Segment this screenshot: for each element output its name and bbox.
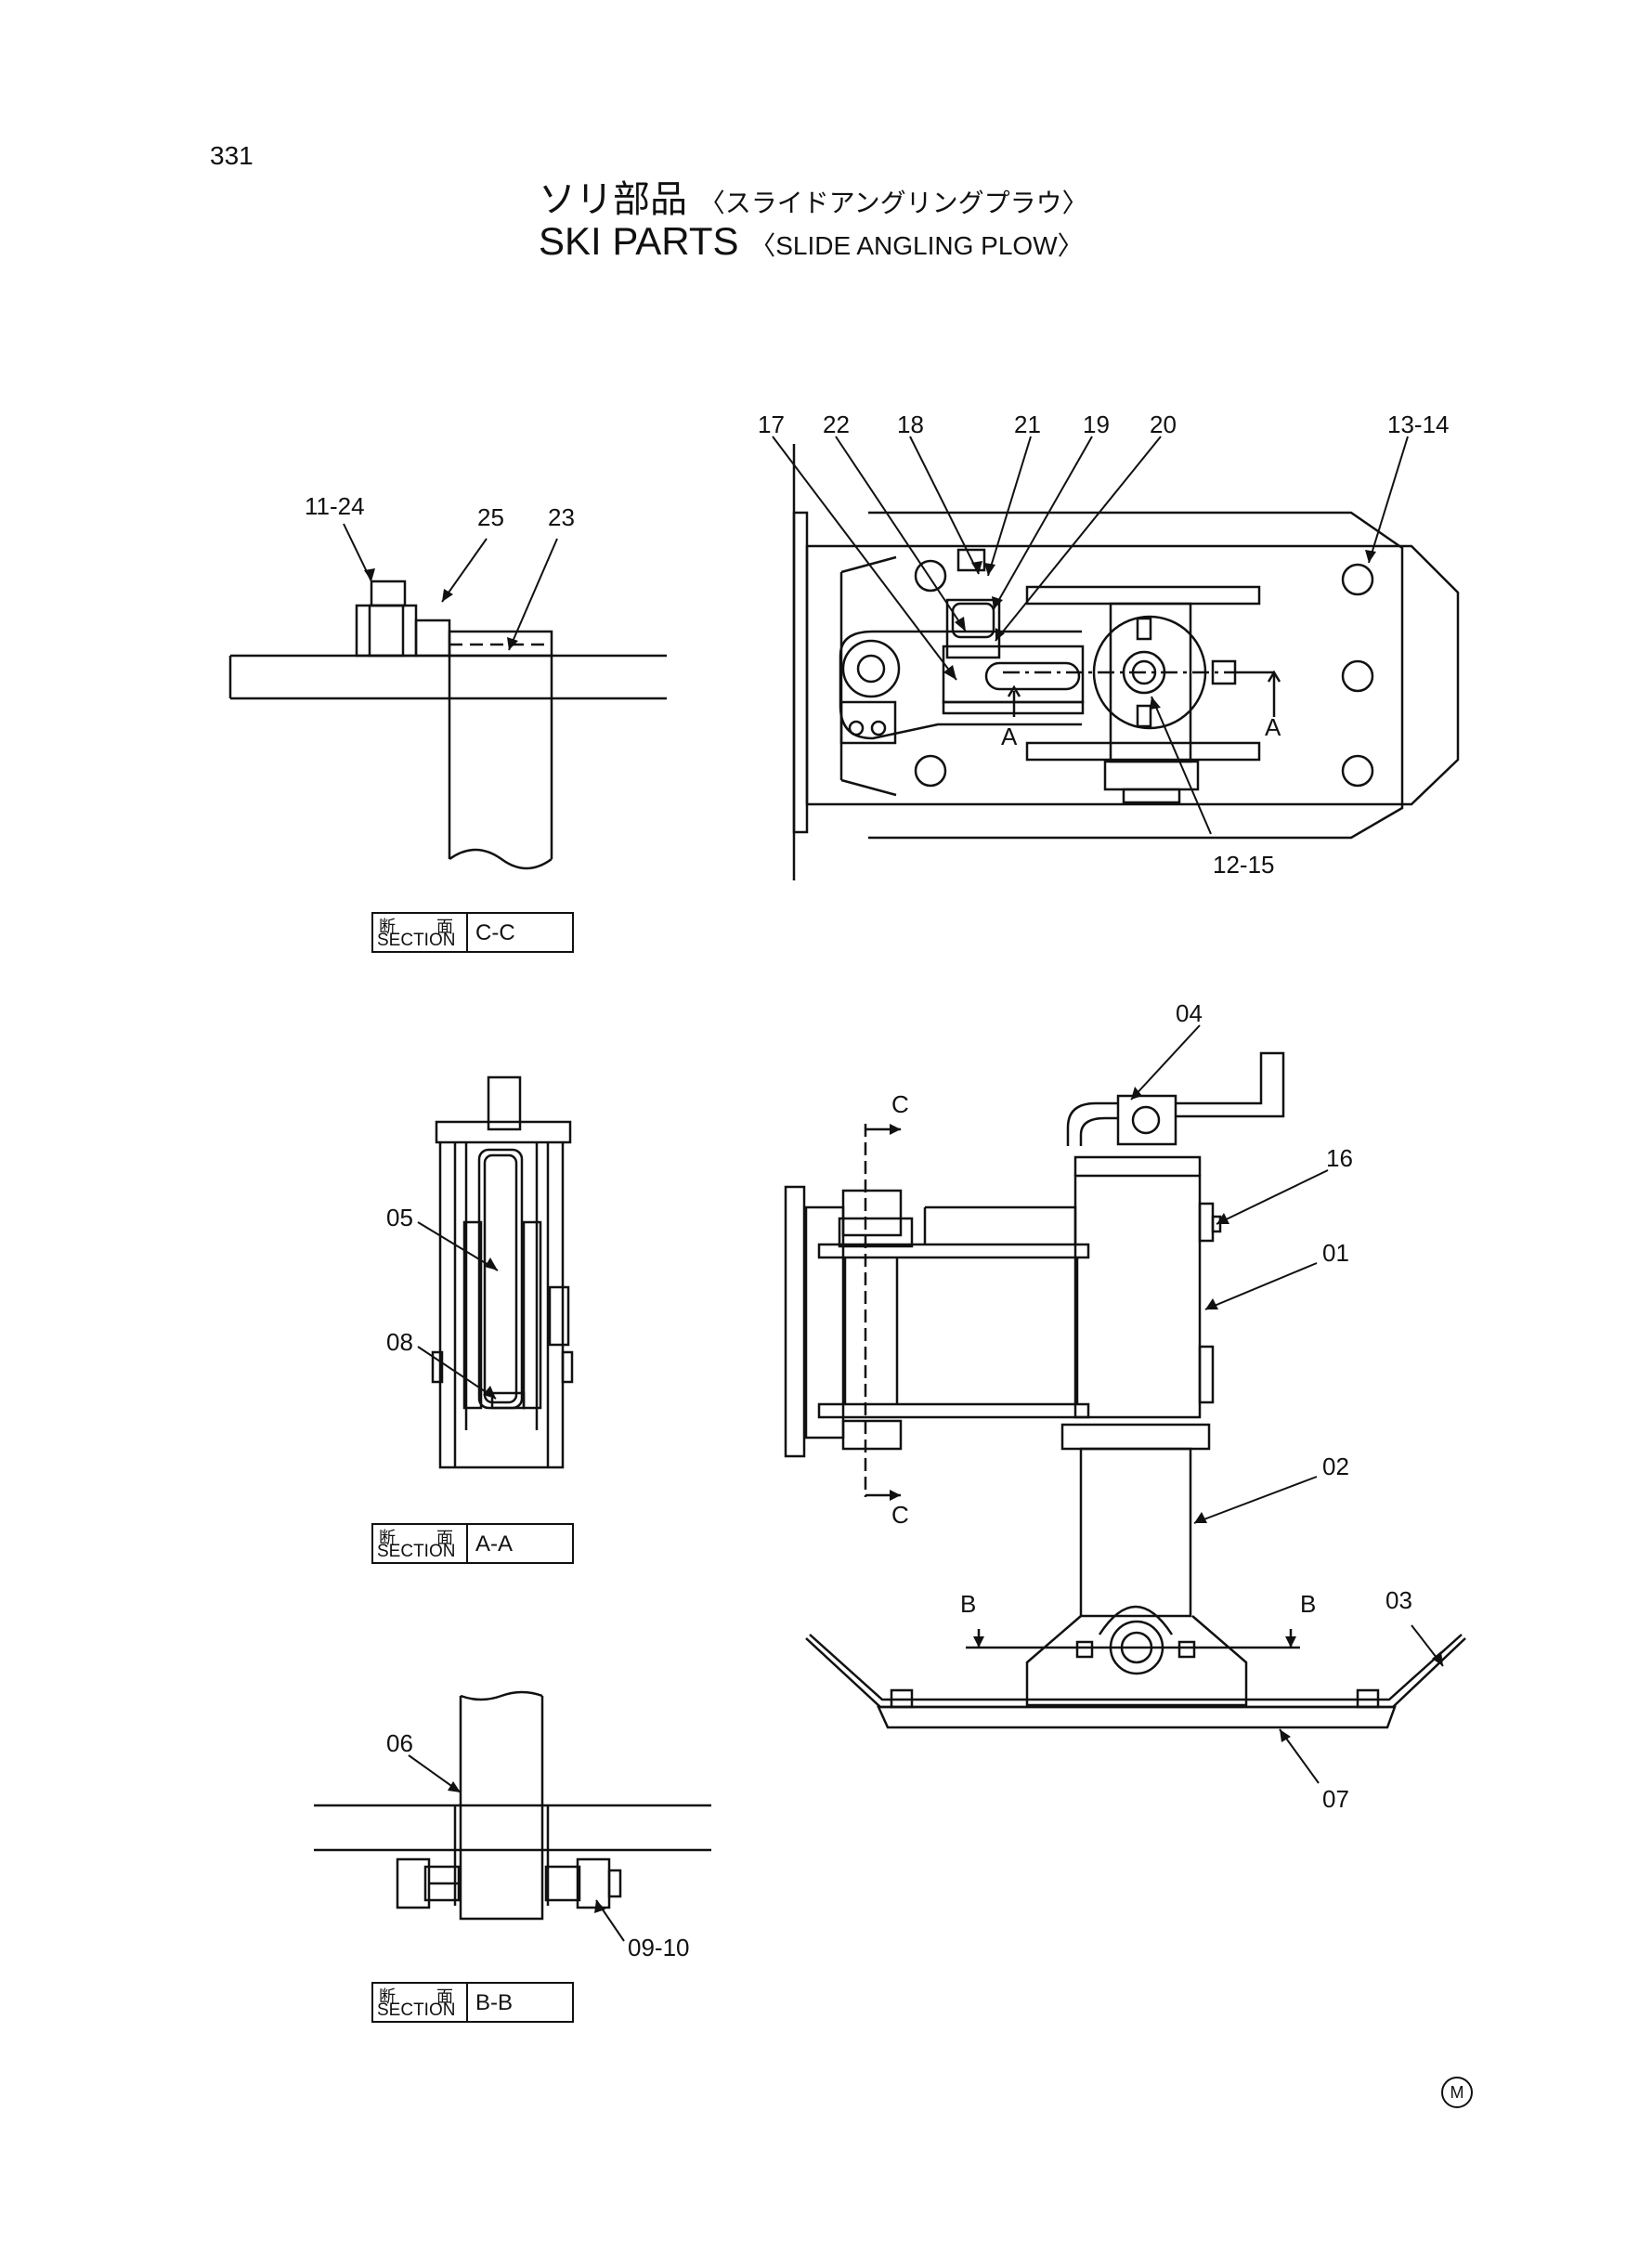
- callout-16: 16: [1326, 1144, 1353, 1172]
- section-bb-view: [314, 1690, 711, 1921]
- section-caption-jp-right: 面: [436, 918, 453, 937]
- callout-11-24: 11-24: [305, 492, 365, 520]
- callout-22: 22: [823, 410, 850, 438]
- callout-18: 18: [897, 410, 924, 438]
- section-caption-tag: C-C: [475, 920, 515, 945]
- callout-08: 08: [386, 1328, 413, 1356]
- section-caption-jp-right: 面: [436, 1529, 453, 1548]
- callout-01: 01: [1322, 1239, 1349, 1267]
- callout-21: 21: [1014, 410, 1041, 438]
- section-caption-jp-left: 断: [379, 1987, 396, 2007]
- callout-17: 17: [758, 410, 785, 438]
- section-caption-en: SECTION: [377, 2000, 456, 2020]
- section-mark-c-bottom: C: [891, 1501, 909, 1529]
- title-japanese: ソリ部品 〈スライドアングリングプラウ〉: [539, 169, 1088, 223]
- callout-04: 04: [1176, 999, 1203, 1027]
- section-caption-bb: 断 面 SECTION B-B: [371, 1982, 574, 2023]
- section-mark-b-right: B: [1300, 1590, 1316, 1618]
- title-en-main: SKI PARTS: [539, 219, 739, 263]
- section-aa-view: [431, 1075, 574, 1469]
- callout-07: 07: [1322, 1785, 1349, 1813]
- page-number: 331: [210, 141, 254, 170]
- section-caption-en: SECTION: [377, 1542, 456, 1561]
- section-cc-view: [228, 580, 667, 870]
- callout-25: 25: [477, 503, 504, 531]
- section-caption-jp-left: 断: [379, 1529, 396, 1548]
- section-mark-b-left: B: [960, 1590, 976, 1618]
- callout-20: 20: [1150, 410, 1177, 438]
- callout-19: 19: [1083, 410, 1110, 438]
- callout-05: 05: [386, 1204, 413, 1231]
- section-caption-cc: 断 面 SECTION C-C: [371, 912, 574, 953]
- callout-13-14: 13-14: [1387, 410, 1450, 438]
- title-jp-sub: 〈スライドアングリングプラウ〉: [698, 188, 1088, 218]
- section-caption-tag: A-A: [475, 1531, 514, 1557]
- side-view: [784, 1051, 1466, 1729]
- title-en-sub: 〈SLIDE ANGLING PLOW〉: [749, 231, 1084, 260]
- callout-12-15: 12-15: [1213, 851, 1275, 879]
- callout-09-10: 09-10: [628, 1934, 690, 1961]
- manufacturer-mark: M: [1441, 2077, 1473, 2108]
- section-mark-c-top: C: [891, 1090, 909, 1118]
- section-mark-a-left: A: [1001, 723, 1018, 750]
- section-caption-jp-right: 面: [436, 1987, 453, 2007]
- title-english: SKI PARTS 〈SLIDE ANGLING PLOW〉: [539, 219, 1084, 264]
- section-caption-jp-left: 断: [379, 918, 396, 937]
- callout-06: 06: [386, 1729, 413, 1757]
- plan-view: [792, 444, 1460, 880]
- callout-02: 02: [1322, 1453, 1349, 1480]
- title-jp-main: ソリ部品: [539, 178, 687, 221]
- section-caption-aa: 断 面 SECTION A-A: [371, 1523, 574, 1564]
- section-mark-a-right: A: [1265, 713, 1281, 741]
- callout-23: 23: [548, 503, 575, 531]
- section-caption-en: SECTION: [377, 931, 456, 950]
- callout-03: 03: [1385, 1586, 1412, 1614]
- section-caption-tag: B-B: [475, 1990, 514, 2015]
